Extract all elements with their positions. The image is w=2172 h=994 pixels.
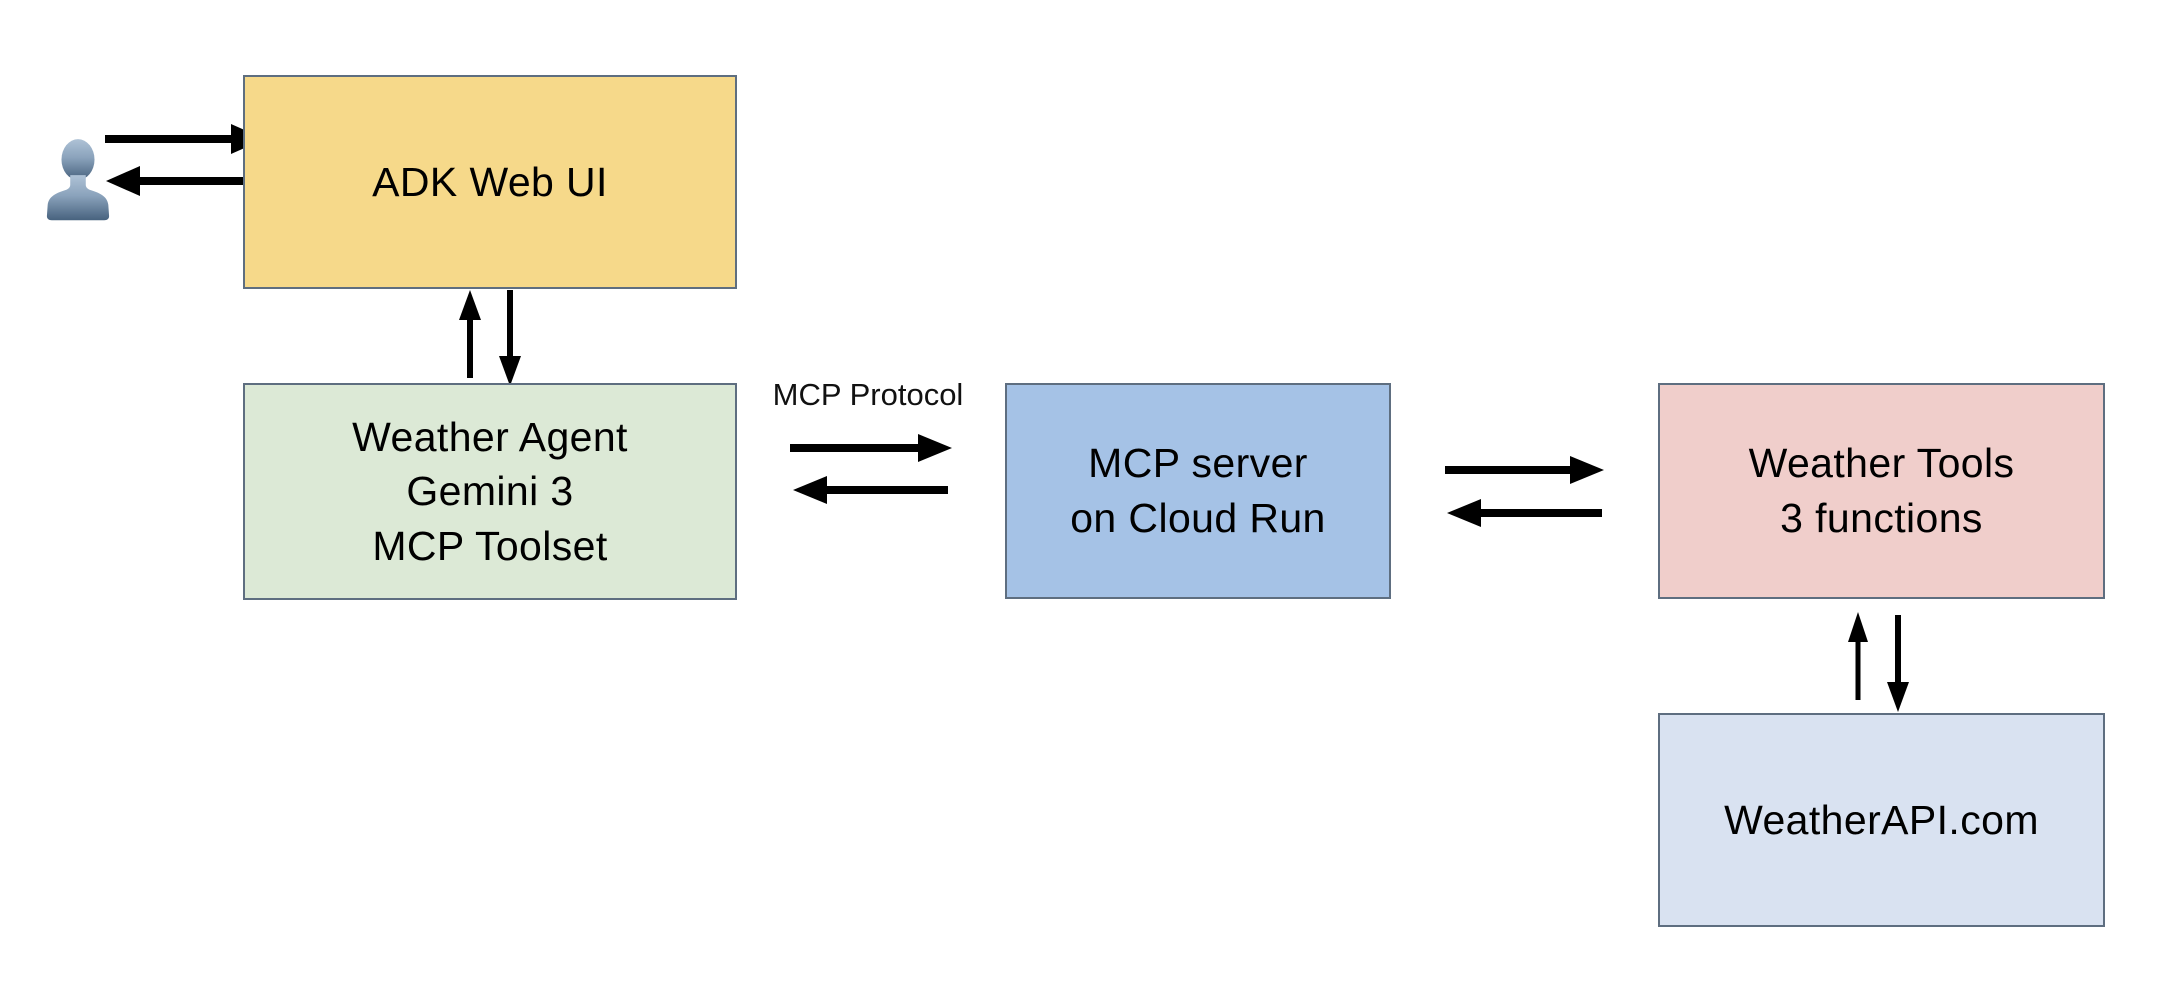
node-weather-agent: Weather Agent Gemini 3 MCP Toolset <box>243 383 737 600</box>
node-mcp-server-line1: MCP server <box>1088 440 1308 487</box>
arrow-tools-to-server <box>1447 499 1602 527</box>
node-weather-agent-line3: MCP Toolset <box>372 522 608 569</box>
arrow-tools-to-api <box>1887 615 1909 712</box>
node-mcp-server-line2: on Cloud Run <box>1070 495 1326 541</box>
mcp-protocol-label: MCP Protocol <box>772 377 964 412</box>
arrow-server-to-agent <box>793 476 948 504</box>
node-mcp-server: MCP server on Cloud Run <box>1005 383 1391 599</box>
node-adk-web-ui-label: ADK Web UI <box>372 158 608 205</box>
arrow-api-to-tools <box>1848 612 1868 700</box>
arrow-server-to-tools <box>1445 456 1604 484</box>
node-weather-agent-line1: Weather Agent <box>352 413 628 460</box>
arrow-adk-to-agent <box>499 290 521 386</box>
arrow-agent-to-server <box>790 434 952 462</box>
node-weatherapi: WeatherAPI.com <box>1658 713 2105 927</box>
user-icon <box>46 139 110 221</box>
node-weatherapi-label: WeatherAPI.com <box>1724 796 2039 843</box>
node-weather-tools-line1: Weather Tools <box>1748 440 2015 487</box>
arrow-user-to-adk <box>105 124 265 154</box>
arrow-agent-to-adk <box>459 290 481 378</box>
node-weather-agent-line2: Gemini 3 <box>406 468 574 515</box>
node-weather-tools-line2: 3 functions <box>1780 495 1983 541</box>
node-adk-web-ui: ADK Web UI <box>243 75 737 289</box>
node-weather-tools: Weather Tools 3 functions <box>1658 383 2105 599</box>
arrow-adk-to-user <box>106 166 262 196</box>
